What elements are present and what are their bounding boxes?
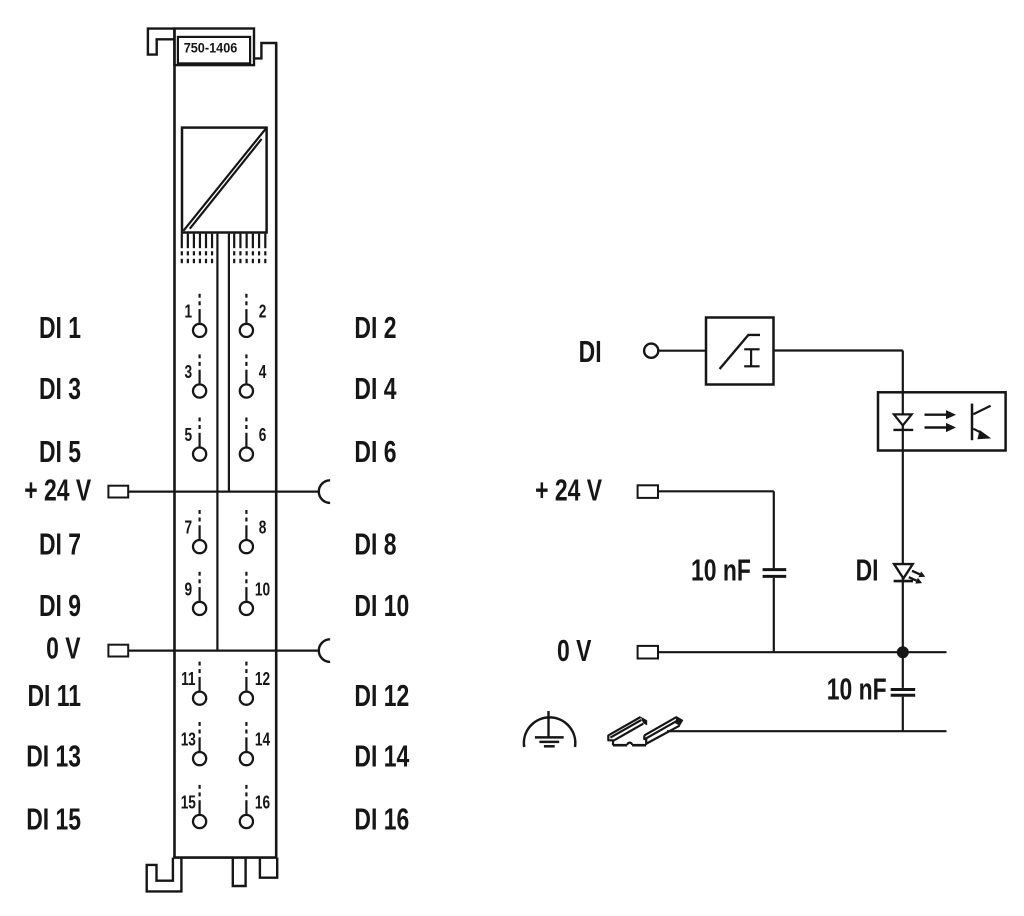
svg-text:DI 14: DI 14 xyxy=(354,738,410,773)
svg-text:1: 1 xyxy=(184,301,192,321)
svg-text:DI 3: DI 3 xyxy=(39,370,81,405)
svg-text:DI 1: DI 1 xyxy=(39,310,81,345)
svg-text:0 V: 0 V xyxy=(557,633,591,668)
svg-text:13: 13 xyxy=(181,730,196,750)
svg-text:DI 7: DI 7 xyxy=(39,526,81,561)
svg-text:DI 5: DI 5 xyxy=(39,433,81,468)
svg-text:11: 11 xyxy=(181,669,195,689)
svg-text:+ 24 V: + 24 V xyxy=(24,472,91,507)
svg-text:12: 12 xyxy=(255,669,270,689)
svg-text:DI: DI xyxy=(579,334,602,369)
svg-text:15: 15 xyxy=(181,792,196,812)
svg-text:10: 10 xyxy=(255,579,270,599)
svg-text:DI 16: DI 16 xyxy=(354,801,409,836)
svg-text:10 nF: 10 nF xyxy=(827,671,887,706)
svg-text:14: 14 xyxy=(255,730,270,750)
svg-text:DI 10: DI 10 xyxy=(354,588,409,623)
svg-text:16: 16 xyxy=(255,792,270,812)
svg-text:DI 6: DI 6 xyxy=(354,433,396,468)
svg-text:DI: DI xyxy=(856,552,879,587)
svg-text:+ 24 V: + 24 V xyxy=(535,472,602,507)
svg-text:6: 6 xyxy=(259,425,267,445)
svg-text:DI 9: DI 9 xyxy=(39,588,81,623)
svg-text:5: 5 xyxy=(184,425,192,445)
svg-text:9: 9 xyxy=(184,579,192,599)
svg-text:3: 3 xyxy=(184,362,192,382)
svg-text:2: 2 xyxy=(259,301,267,321)
svg-text:4: 4 xyxy=(259,362,267,382)
svg-text:750-1406: 750-1406 xyxy=(184,40,238,56)
svg-text:DI 4: DI 4 xyxy=(354,370,397,405)
svg-text:DI 2: DI 2 xyxy=(354,310,396,345)
svg-text:0 V: 0 V xyxy=(46,630,80,665)
svg-text:10 nF: 10 nF xyxy=(691,552,751,587)
svg-text:7: 7 xyxy=(184,518,192,538)
svg-text:8: 8 xyxy=(259,518,267,538)
svg-text:DI 8: DI 8 xyxy=(354,526,396,561)
svg-text:DI 15: DI 15 xyxy=(26,801,81,836)
svg-text:DI 12: DI 12 xyxy=(354,678,409,713)
svg-text:DI 13: DI 13 xyxy=(26,738,81,773)
svg-text:DI 11: DI 11 xyxy=(27,678,81,713)
